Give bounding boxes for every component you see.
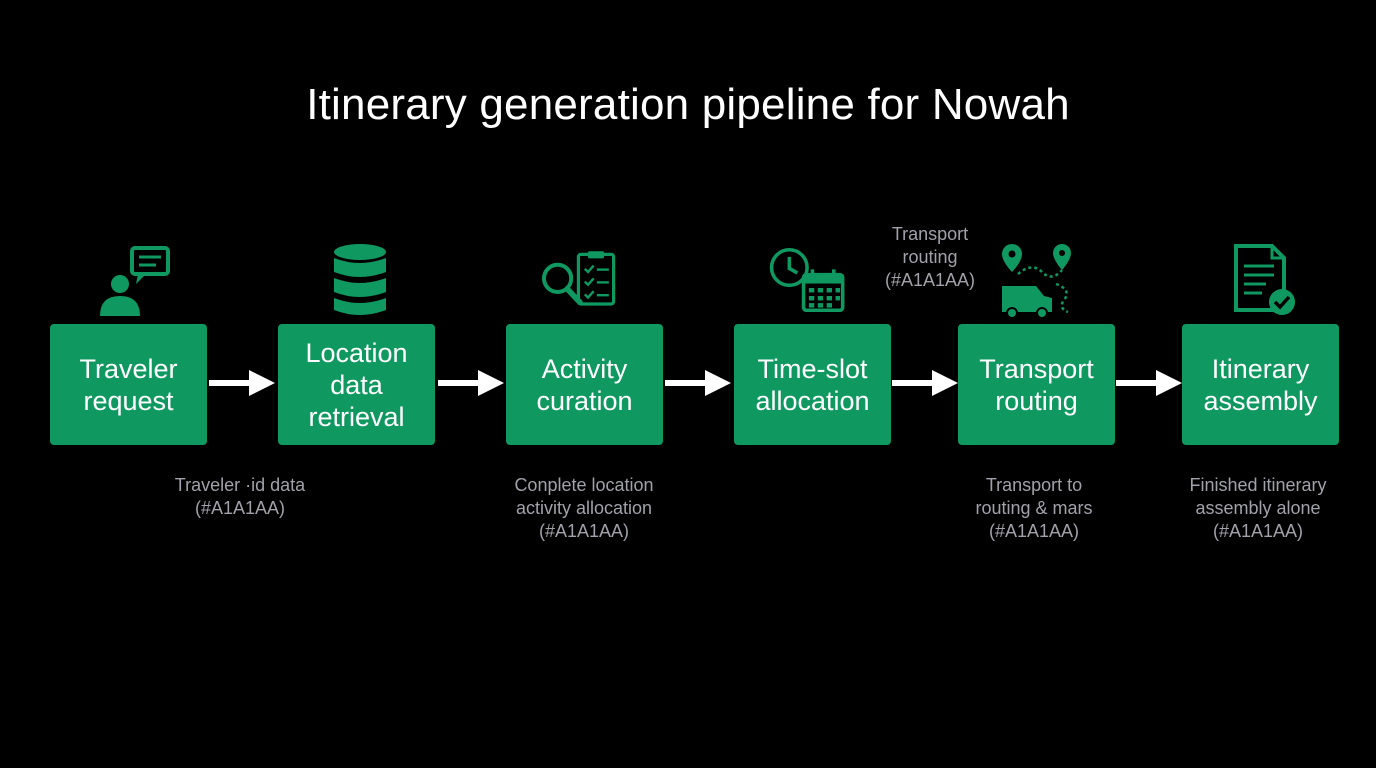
stage-location-data-retrieval: Location data retrieval — [278, 324, 435, 445]
arrow-2 — [438, 370, 504, 396]
note-traveler: Traveler ·id data (#A1A1AA) — [174, 475, 306, 518]
arrow-4 — [892, 370, 958, 396]
stage-transport-routing: Transport routing — [958, 324, 1115, 445]
stage-label: Activity curation — [536, 353, 633, 416]
stage-label: Transport routing — [979, 353, 1094, 416]
stage-label: Traveler request — [79, 353, 178, 416]
stage-label: Time-slot allocation — [755, 353, 870, 416]
note-activity: Conplete location activity allocation (#… — [514, 475, 654, 541]
clock-calendar-icon — [769, 248, 845, 312]
note-transport-top: Transport routing (#A1A1AA) — [884, 224, 976, 290]
stage-label: Itinerary assembly — [1203, 353, 1318, 416]
document-check-icon — [1234, 244, 1295, 315]
stage-activity-curation: Activity curation — [506, 324, 663, 445]
arrow-3 — [665, 370, 731, 396]
stage-traveler-request: Traveler request — [50, 324, 207, 445]
stage-itinerary-assembly: Itinerary assembly — [1182, 324, 1339, 445]
stage-label: Location data retrieval — [305, 337, 408, 432]
diagram-title: Itinerary generation pipeline for Nowah — [306, 80, 1070, 129]
user-chat-icon — [100, 246, 170, 316]
arrow-1 — [209, 370, 275, 396]
map-pin-van-icon — [1002, 244, 1071, 319]
note-itinerary: Finished itinerary assembly alone (#A1A1… — [1189, 475, 1327, 541]
database-icon — [334, 244, 386, 315]
magnifier-checklist-icon — [542, 251, 616, 306]
note-transport-bottom: Transport to routing & mars (#A1A1AA) — [975, 475, 1093, 541]
stage-time-slot-allocation: Time-slot allocation — [734, 324, 891, 445]
arrow-5 — [1116, 370, 1182, 396]
